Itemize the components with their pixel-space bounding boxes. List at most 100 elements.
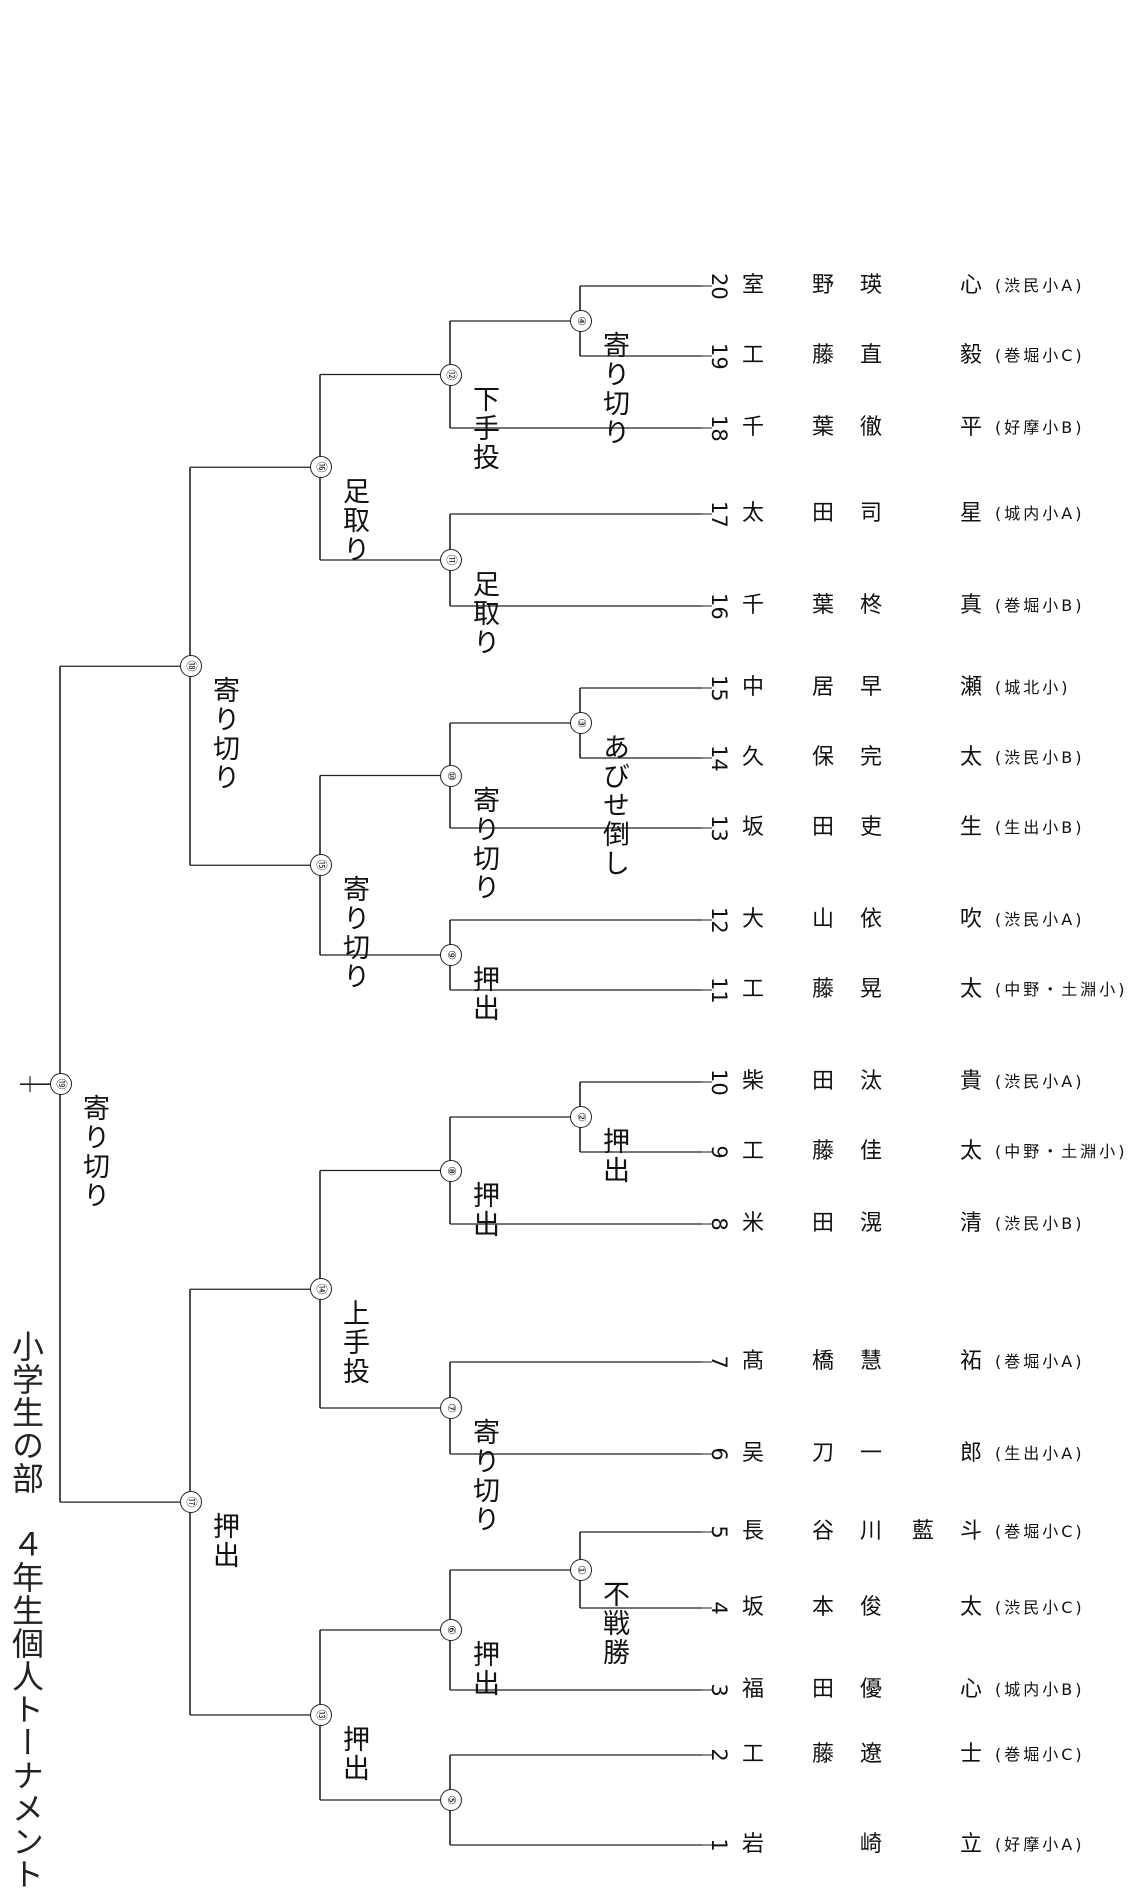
match-number: ⑰ <box>180 1491 202 1514</box>
player-name-char: 汰 <box>859 1069 882 1094</box>
match-result: 押出 <box>468 1640 499 1698</box>
match-number: ⑨ <box>440 944 462 966</box>
player-school: (城内小A) <box>995 504 1085 523</box>
match-number: ⑫ <box>440 363 462 386</box>
player-name-char: 俊 <box>859 1595 882 1620</box>
player-name-char: 斗 <box>959 1519 982 1544</box>
player-number: 7 <box>707 1355 731 1369</box>
player-number: 10 <box>707 1069 731 1096</box>
player-name-char: 柴 <box>741 1069 764 1094</box>
player-name-char: 大 <box>741 907 764 932</box>
player-school: (巻堀小C) <box>995 1745 1085 1764</box>
player-name-char: 心 <box>959 1677 982 1702</box>
player-number: 4 <box>707 1601 731 1615</box>
player-name-char: 工 <box>741 343 764 368</box>
player-name-char: 太 <box>741 501 764 526</box>
player-name-char: 工 <box>741 977 764 1002</box>
player-school: (巻堀小B) <box>995 596 1085 615</box>
match-number: ⑧ <box>440 1159 462 1182</box>
player-name-char: 瀬 <box>959 675 982 700</box>
player-name-char: 徹 <box>859 415 882 440</box>
player-name-char: 立 <box>959 1832 982 1857</box>
match-result: 寄り切り <box>468 1418 499 1534</box>
player-school: (城内小B) <box>995 1680 1085 1699</box>
player-name-char: 柊 <box>859 593 882 618</box>
player-number: 14 <box>707 745 731 772</box>
player-school: (中野・土淵小) <box>995 980 1128 999</box>
player-name-char: 星 <box>959 501 982 526</box>
player-number: 8 <box>707 1217 731 1231</box>
player-school: (巻堀小A) <box>995 1352 1085 1371</box>
player-name-char: 毅 <box>959 343 982 368</box>
match-result: 寄り切り <box>78 1094 109 1211</box>
player-name-char: 心 <box>959 273 982 298</box>
player-name-char: 真 <box>959 593 982 618</box>
player-name-char: 生 <box>959 815 982 840</box>
match-result: 押出 <box>338 1725 369 1783</box>
player-name-char: 刀 <box>811 1441 834 1466</box>
match-number: ② <box>570 1106 592 1128</box>
player-school: (渋民小B) <box>995 748 1085 767</box>
match-result: 寄り切り <box>338 875 369 992</box>
match-result: 不戦勝 <box>598 1580 629 1667</box>
player-number: 17 <box>707 501 731 528</box>
match-result: 押出 <box>468 965 499 1023</box>
player-name-char: 吴 <box>741 1441 764 1466</box>
player-name-char: 早 <box>859 675 882 700</box>
player-name-char: 遼 <box>859 1742 882 1767</box>
player-number: 18 <box>707 415 731 442</box>
player-name-char: 吹 <box>959 907 982 932</box>
player-number: 5 <box>707 1525 731 1539</box>
player-name-char: 保 <box>811 745 834 770</box>
match-result: 寄り切り <box>598 331 629 447</box>
player-school: (生出小A) <box>995 1444 1085 1463</box>
match-result: あびせ倒し <box>598 733 629 878</box>
player-name-char: 滉 <box>859 1211 882 1236</box>
player-name-char: 田 <box>811 1069 834 1094</box>
match-result: 押出 <box>208 1512 239 1571</box>
match-number: ⑪ <box>440 549 462 571</box>
player-name-char: 佳 <box>859 1139 882 1164</box>
player-name-char: 士 <box>959 1742 982 1767</box>
player-school: (渋民小C) <box>995 1598 1085 1617</box>
player-name-char: 千 <box>741 415 764 440</box>
player-number: 19 <box>707 343 731 370</box>
player-school: (渋民小A) <box>995 910 1085 929</box>
player-number: 11 <box>707 977 731 1004</box>
player-name-char: 米 <box>741 1211 764 1236</box>
player-name-char: 田 <box>811 1677 834 1702</box>
player-number: 2 <box>707 1748 731 1762</box>
player-name-char: 久 <box>741 745 764 770</box>
player-name-char: 藤 <box>811 1742 834 1767</box>
player-name-char: 橋 <box>811 1349 834 1374</box>
player-name-char: 太 <box>959 1139 982 1164</box>
player-name-char: 崎 <box>859 1832 882 1857</box>
player-name-char: 室 <box>741 273 764 298</box>
match-result: 足取り <box>468 570 499 657</box>
match-number: ⑥ <box>440 1619 462 1641</box>
player-name-char: 葉 <box>811 593 834 618</box>
match-number: ① <box>570 1559 592 1581</box>
player-number: 13 <box>707 815 731 842</box>
player-school: (好摩小A) <box>995 1835 1085 1854</box>
player-name-char: 髙 <box>741 1349 764 1374</box>
player-name-char: 岩 <box>741 1832 764 1857</box>
player-name-char: 貴 <box>959 1069 982 1094</box>
match-result: 下手投 <box>468 384 499 472</box>
page-title: 小学生の部 ４年生個人トーナメント <box>7 1330 45 1891</box>
player-name-char: 福 <box>741 1677 764 1702</box>
match-number: ⑩ <box>440 764 462 787</box>
player-name-char: 田 <box>811 501 834 526</box>
player-name-char: 長 <box>741 1519 764 1544</box>
player-number: 20 <box>707 273 731 300</box>
match-number: ④ <box>570 310 592 332</box>
player-name-char: 太 <box>959 745 982 770</box>
player-name-char: 坂 <box>741 815 764 840</box>
match-result: 寄り切り <box>208 676 239 793</box>
player-name-char: 晃 <box>859 977 882 1002</box>
player-name-char: 太 <box>959 977 982 1002</box>
player-name-char: 依 <box>859 907 882 932</box>
match-result: 上手投 <box>338 1299 369 1387</box>
player-name-char: 居 <box>811 675 834 700</box>
player-name-char: 中 <box>741 675 764 700</box>
